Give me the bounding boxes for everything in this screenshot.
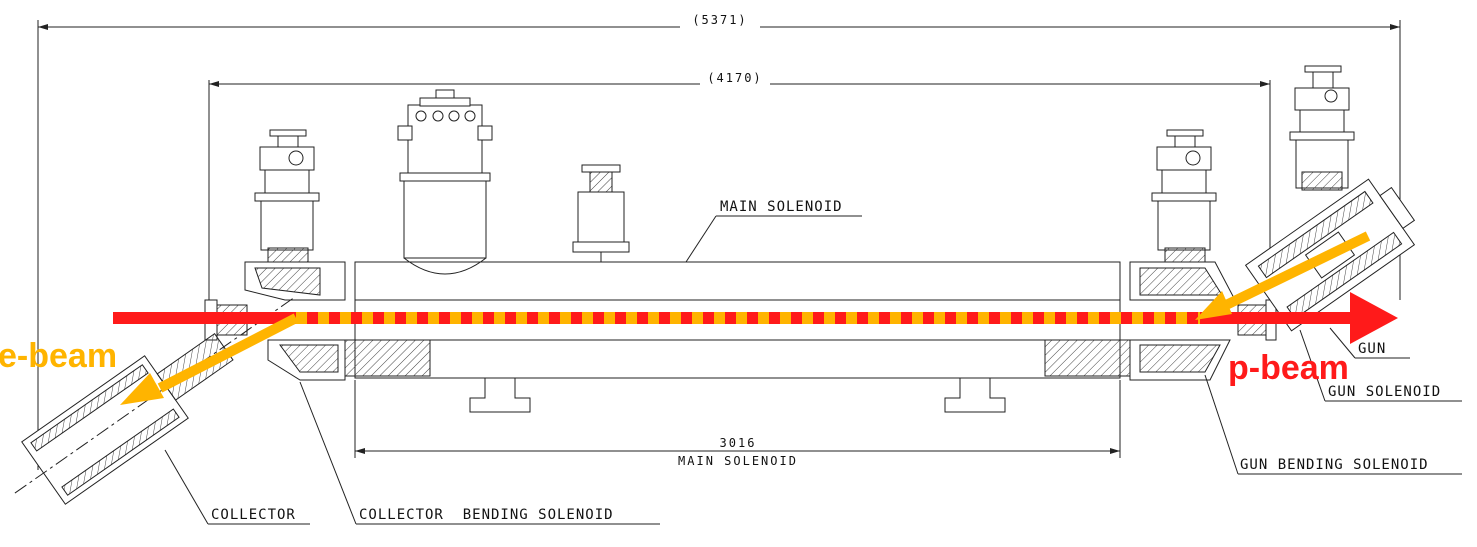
svg-text:COLLECTOR: COLLECTOR: [211, 507, 296, 523]
e-beam-collector-segment: [157, 313, 299, 393]
label-gun-solenoid: GUN SOLENOID: [1299, 329, 1462, 402]
svg-text:MAIN SOLENOID: MAIN SOLENOID: [720, 199, 843, 215]
label-collector-bending-solenoid: COLLECTOR BENDING SOLENOID: [299, 381, 660, 525]
main-solenoid-length-caption: MAIN SOLENOID: [678, 454, 798, 468]
e-beam-gun-segment: [1217, 231, 1371, 313]
svg-text:GUN SOLENOID: GUN SOLENOID: [1328, 384, 1441, 400]
label-main-solenoid: MAIN SOLENOID: [685, 199, 862, 263]
label-gun-bending-solenoid: GUN BENDING SOLENOID: [1204, 374, 1462, 475]
label-collector: COLLECTOR: [164, 449, 310, 525]
p-beam-label: p-beam: [1228, 349, 1349, 387]
left-vacuum-tower: [254, 129, 320, 263]
e-beam-collector-arrowhead: [120, 373, 164, 405]
gun-tower: [1289, 65, 1355, 191]
e-beam-label: e-beam: [0, 337, 117, 375]
main-solenoid-dimension: 3016 MAIN SOLENOID: [354, 380, 1121, 468]
label-gun: GUN: [1329, 327, 1410, 359]
overall-dimension-label: (5371): [692, 13, 747, 27]
svg-text:GUN: GUN: [1358, 341, 1386, 357]
main-solenoid-length: 3016: [720, 436, 757, 450]
inner-dimension-label: (4170): [707, 71, 762, 85]
svg-text:GUN BENDING SOLENOID: GUN BENDING SOLENOID: [1240, 457, 1429, 473]
svg-text:COLLECTOR BENDING SOLENOID: COLLECTOR BENDING SOLENOID: [359, 507, 614, 523]
main-solenoid-body: [344, 261, 1131, 413]
right-vacuum-tower: [1151, 129, 1217, 263]
e-beam-gun-arrowhead: [1195, 291, 1232, 320]
small-port: [572, 164, 630, 262]
vacuum-pump-large: [397, 89, 493, 275]
overall-dimension: (5371): [37, 12, 1401, 470]
